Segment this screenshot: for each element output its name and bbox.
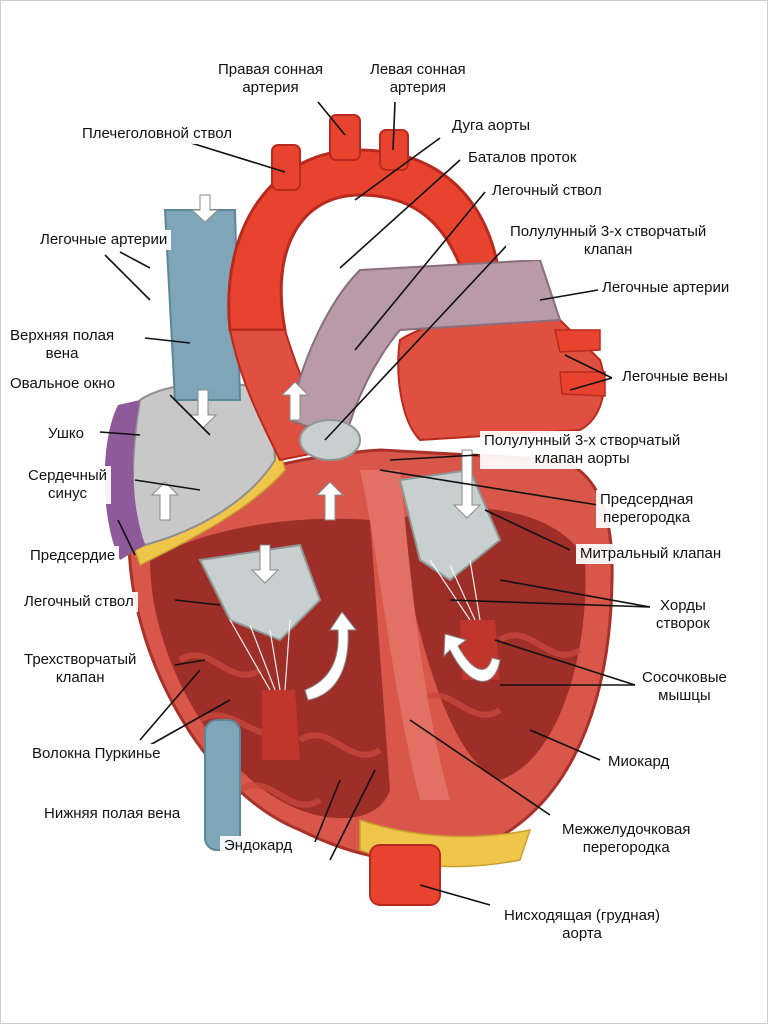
aortic-valve-shape bbox=[299, 419, 361, 461]
chordae-lines bbox=[229, 559, 481, 691]
right-ventricle-cavity bbox=[150, 518, 390, 819]
flow-arrow-5 bbox=[315, 481, 345, 521]
flow-arrow-8 bbox=[304, 611, 358, 701]
label-tricuspid-valve: Трехстворчатый клапан bbox=[20, 650, 141, 688]
label-atrium: Предсердие bbox=[26, 546, 120, 566]
label-chordae: Хорды створок bbox=[652, 596, 714, 634]
label-descending-aorta: Нисходящая (грудная) аорта bbox=[500, 906, 665, 944]
flow-arrow-2 bbox=[188, 389, 218, 429]
label-purkinje: Волокна Пуркинье bbox=[28, 744, 165, 764]
label-auricle: Ушко bbox=[44, 424, 88, 444]
label-left-carotid: Левая сонная артерия bbox=[366, 60, 470, 98]
label-oval-window: Овальное окно bbox=[6, 374, 120, 394]
mitral-valve-shape bbox=[398, 468, 502, 582]
label-myocardium: Миокард bbox=[604, 752, 674, 772]
inferior-vena-cava-shape bbox=[204, 719, 241, 851]
pulmonary-veins-shape bbox=[554, 329, 606, 397]
descending-aorta-shape bbox=[369, 844, 441, 906]
label-semilunar-valve: Полулунный 3-х створчатый клапан bbox=[506, 222, 711, 260]
label-inferior-vena-cava: Нижняя полая вена bbox=[40, 804, 185, 824]
label-pulmonary-arteries-right: Легочные артерии bbox=[598, 278, 734, 298]
label-mitral-valve: Митральный клапан bbox=[576, 544, 726, 564]
flow-arrow-1 bbox=[190, 194, 220, 223]
brachiocephalic-shape bbox=[271, 144, 301, 191]
label-botallo-duct: Баталов проток bbox=[464, 148, 581, 168]
auricle-shape bbox=[104, 400, 145, 560]
label-pulmonary-veins: Легочные вены bbox=[618, 367, 732, 387]
label-pulmonary-trunk-low: Легочный ствол bbox=[20, 592, 138, 612]
label-atrial-septum: Предсердная перегородка bbox=[596, 490, 698, 528]
label-brachiocephalic: Плечеголовной ствол bbox=[78, 124, 237, 144]
label-pulmonary-arteries-left: Легочные артерии bbox=[36, 230, 172, 250]
pulmonary-trunk-shape bbox=[288, 258, 562, 442]
label-superior-vena-cava: Верхняя полая вена bbox=[6, 326, 119, 364]
label-pulmonary-trunk-top: Легочный ствол bbox=[488, 181, 606, 201]
label-aortic-valve: Полулунный 3-х створчатый клапан аорты bbox=[480, 431, 685, 469]
flow-arrow-3 bbox=[150, 481, 180, 521]
tricuspid-valve-shape bbox=[198, 543, 322, 642]
label-coronary-sinus: Сердечный синус bbox=[24, 466, 112, 504]
flow-arrow-9 bbox=[443, 633, 501, 682]
label-ventricular-septum: Межжелудочковая перегородка bbox=[558, 820, 695, 858]
label-right-carotid: Правая сонная артерия bbox=[214, 60, 327, 98]
papillary-muscle-right bbox=[262, 690, 300, 760]
label-aortic-arch: Дуга аорты bbox=[448, 116, 534, 136]
label-papillary-muscles: Сосочковые мышцы bbox=[638, 668, 731, 706]
flow-arrow-6 bbox=[250, 544, 280, 584]
flow-arrow-4 bbox=[280, 381, 310, 421]
ventricular-septum-shape bbox=[360, 470, 450, 800]
label-endocardium: Эндокард bbox=[220, 836, 297, 856]
